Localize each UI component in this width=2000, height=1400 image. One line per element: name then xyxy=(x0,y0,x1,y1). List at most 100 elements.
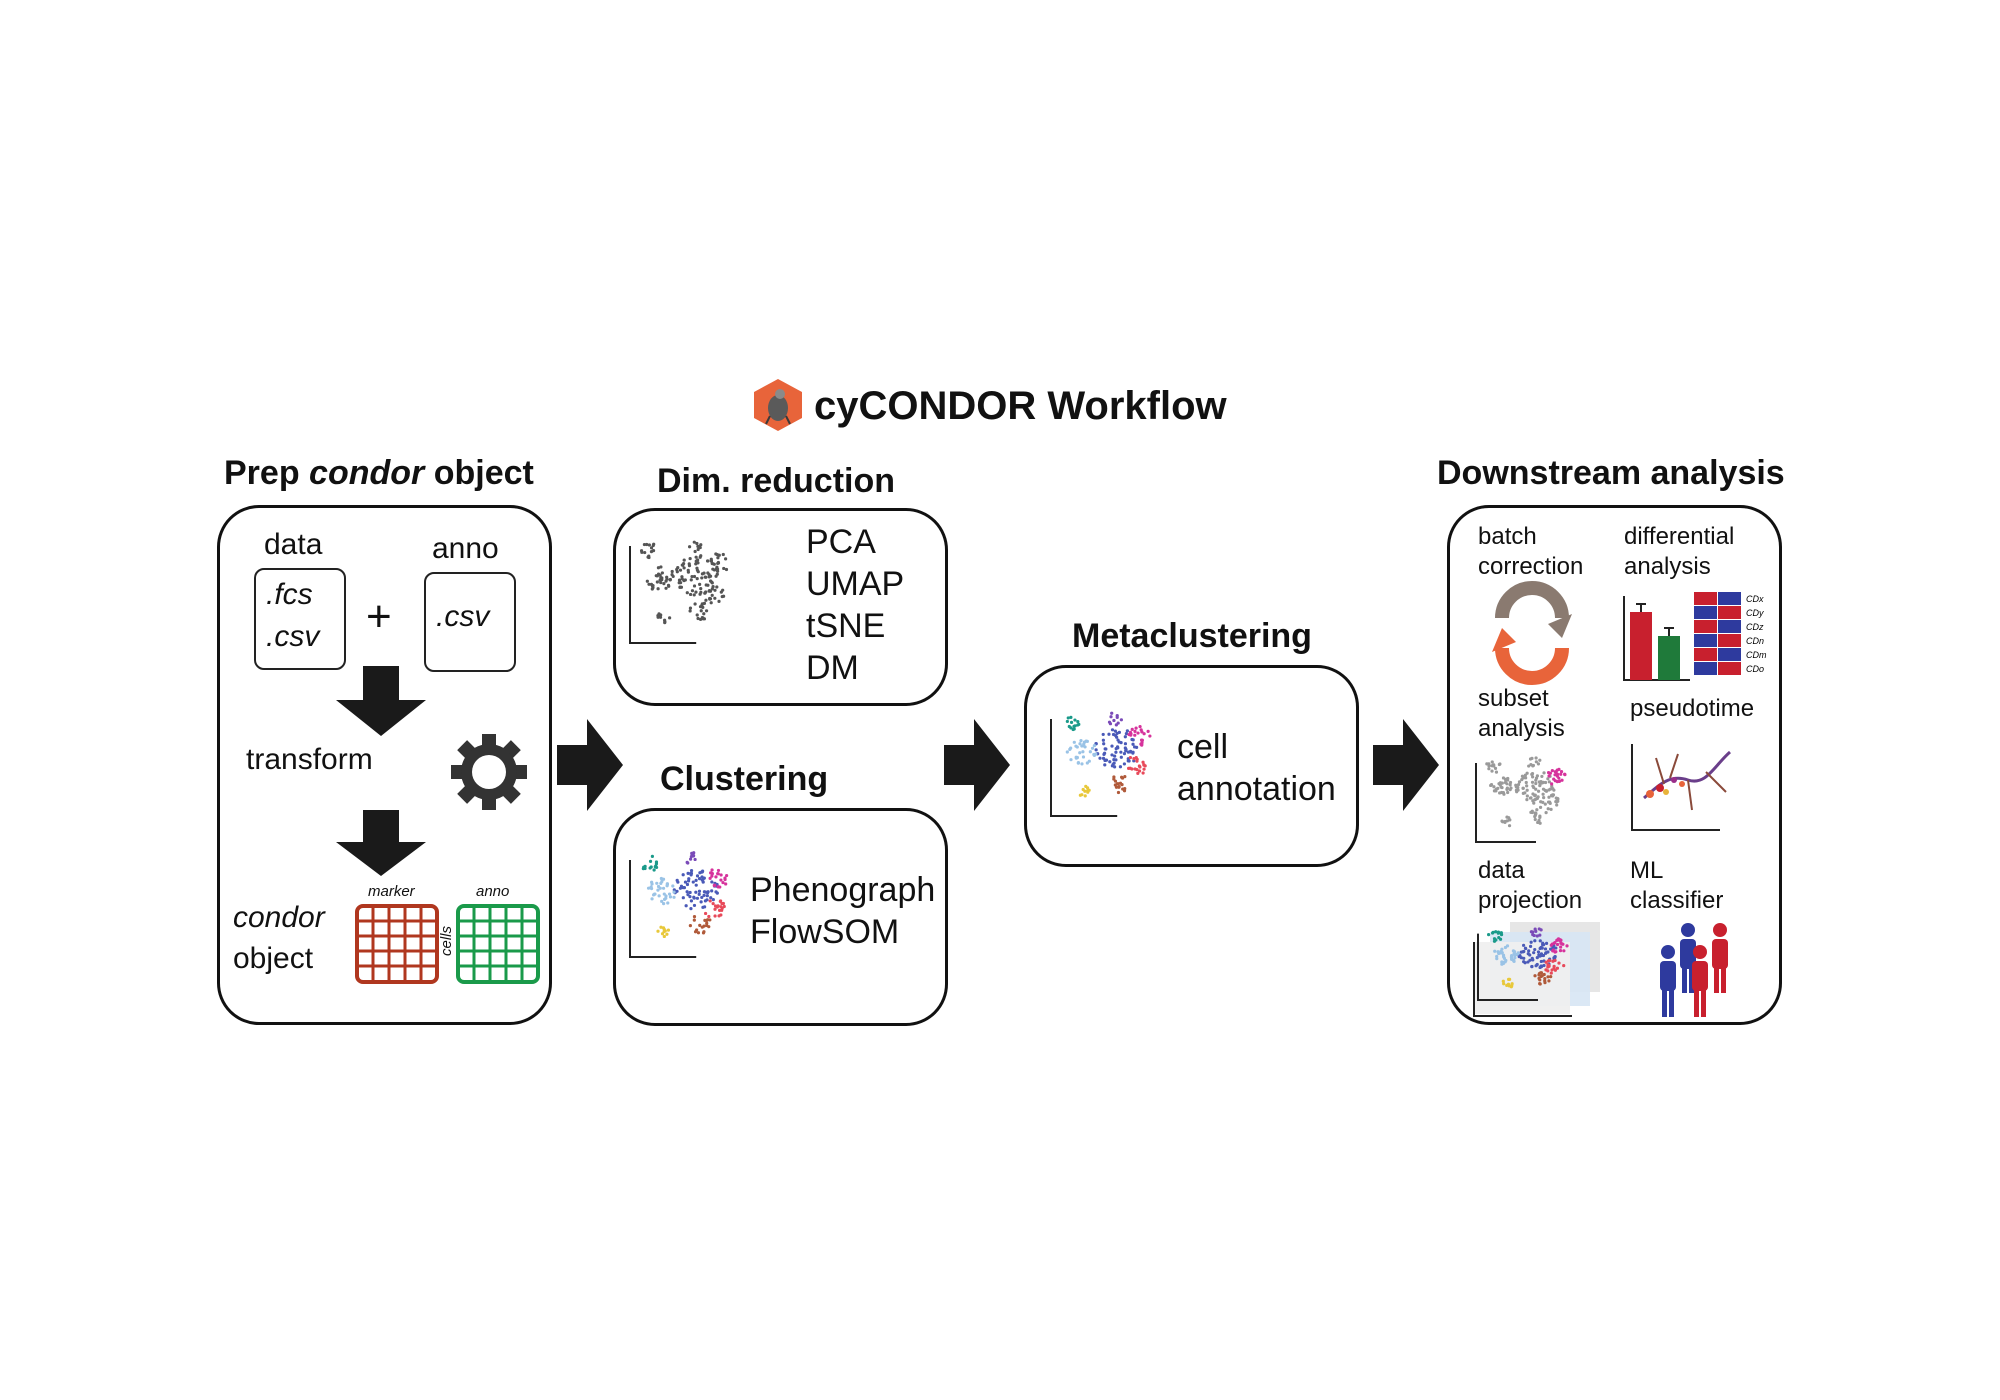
scatter-point xyxy=(1528,757,1533,761)
scatter-point xyxy=(694,590,698,594)
method-tsne: tSNE xyxy=(806,607,886,645)
scatter-point xyxy=(1532,951,1536,955)
scatter-point xyxy=(695,577,699,581)
scatter-point xyxy=(1493,766,1498,770)
scatter-point xyxy=(1499,951,1503,955)
scatter-point xyxy=(1516,782,1521,787)
scatter-point xyxy=(693,602,697,606)
scatter-point xyxy=(1495,956,1499,961)
scatter-point xyxy=(1541,792,1545,796)
scatter-point xyxy=(1114,750,1118,754)
scatter-point xyxy=(1104,758,1109,762)
scatter-point xyxy=(724,567,729,572)
scatter-point xyxy=(714,574,718,578)
scatter-point xyxy=(1547,780,1551,784)
scatter-point xyxy=(1524,946,1528,951)
scatter-point xyxy=(661,877,666,881)
scatter-point xyxy=(717,599,721,603)
batch-label-2: correction xyxy=(1478,553,1584,580)
scatter-point xyxy=(1496,950,1500,954)
scatter-point xyxy=(713,596,717,600)
scatter-point xyxy=(1098,756,1102,760)
scatter-point xyxy=(696,547,700,552)
scatter-point xyxy=(1081,750,1085,754)
scatter-point xyxy=(704,598,708,602)
scatter-point xyxy=(701,869,705,873)
scatter-point xyxy=(1131,750,1135,754)
scatter-point xyxy=(649,885,653,889)
scatter-point xyxy=(1553,773,1557,777)
scatter-point xyxy=(1544,960,1548,964)
scatter-point xyxy=(1507,977,1512,982)
scatter-point xyxy=(661,886,666,890)
scatter-point xyxy=(693,857,697,862)
scatter-point xyxy=(1528,953,1532,957)
scatter-point xyxy=(696,931,701,935)
anno-grid-label: anno xyxy=(476,883,510,900)
scatter-point xyxy=(724,882,728,886)
scatter-point xyxy=(1129,733,1133,737)
scatter-point xyxy=(662,582,666,586)
scatter-point xyxy=(665,884,669,888)
scatter-point xyxy=(708,876,712,880)
scatter-point xyxy=(1490,760,1494,764)
dimred-title: Dim. reduction xyxy=(657,462,896,500)
scatter-point xyxy=(1546,777,1550,781)
scatter-point xyxy=(686,879,691,883)
scatter-point xyxy=(1494,938,1498,942)
batch-correction-icon xyxy=(1492,581,1572,685)
scatter-point xyxy=(1530,780,1535,784)
scatter-point xyxy=(1502,792,1506,796)
scatter-point xyxy=(1539,959,1543,964)
scatter-point xyxy=(1520,774,1525,778)
heatmap-row-label: CDx xyxy=(1746,594,1764,604)
scatter-point xyxy=(1525,788,1529,792)
scatter-point xyxy=(1555,942,1560,947)
scatter-point xyxy=(707,914,711,919)
scatter-point xyxy=(702,930,706,934)
heatmap-cell xyxy=(1718,606,1741,619)
scatter-point xyxy=(683,880,688,884)
scatter-point xyxy=(672,890,676,894)
downstream-panel: batch correction differential analysis C… xyxy=(1447,505,1782,1025)
scatter-point xyxy=(1547,788,1551,792)
scatter-point xyxy=(710,872,714,876)
scatter-point xyxy=(1487,933,1491,937)
scatter-point xyxy=(695,613,699,617)
cell-label: cell xyxy=(1177,728,1229,766)
scatter-axis xyxy=(1050,719,1118,817)
scatter-point xyxy=(1562,964,1566,968)
scatter-point xyxy=(1525,794,1529,798)
scatter-point xyxy=(1500,781,1504,785)
scatter-point xyxy=(704,575,708,579)
scatter-point xyxy=(722,904,726,909)
scatter-point xyxy=(1547,774,1551,778)
scatter-point xyxy=(698,923,702,927)
scatter-point xyxy=(713,588,717,592)
scatter-point xyxy=(667,892,672,896)
scatter-point xyxy=(705,918,709,923)
scatter-point xyxy=(716,556,720,560)
scatter-point xyxy=(1505,815,1509,819)
scatter-point xyxy=(694,878,698,882)
scatter-point xyxy=(692,895,696,899)
scatter-point xyxy=(1512,959,1516,964)
people-classifier-icon xyxy=(1660,923,1728,1017)
anno-csv-ext: .csv xyxy=(436,600,490,633)
scatter-point xyxy=(1076,719,1080,724)
scatter-point xyxy=(1114,747,1118,751)
scatter-point xyxy=(692,584,697,588)
heatmap-cell xyxy=(1694,592,1717,605)
scatter-point xyxy=(655,580,659,584)
scatter-point xyxy=(656,587,660,591)
scatter-point xyxy=(680,563,684,567)
scatter-point xyxy=(692,593,696,597)
scatter-point xyxy=(1534,756,1538,760)
scatter-point xyxy=(1534,778,1538,782)
scatter-point xyxy=(1130,767,1134,771)
heatmap-row-label: CDo xyxy=(1746,664,1764,674)
scatter-point xyxy=(697,877,702,881)
pseudotime-plot xyxy=(1631,744,1731,831)
scatter-point xyxy=(1124,732,1128,736)
scatter-point xyxy=(1492,763,1496,767)
